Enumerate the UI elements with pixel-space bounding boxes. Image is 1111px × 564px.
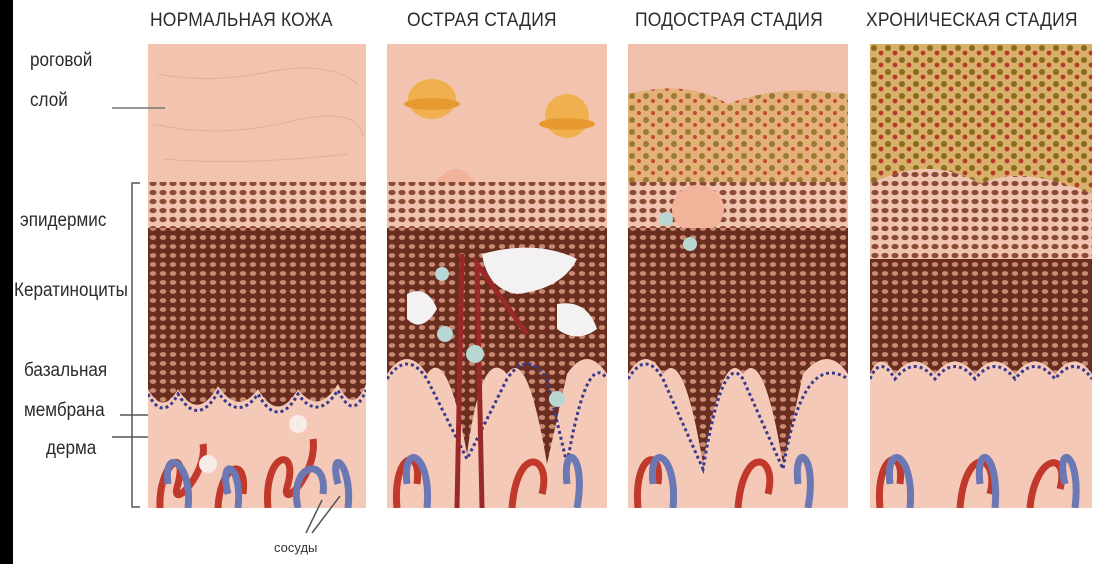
leader-vessels-1: [306, 500, 322, 533]
leader-vessels-2: [312, 496, 340, 533]
bracket-epidermis-dermis: [132, 183, 140, 507]
